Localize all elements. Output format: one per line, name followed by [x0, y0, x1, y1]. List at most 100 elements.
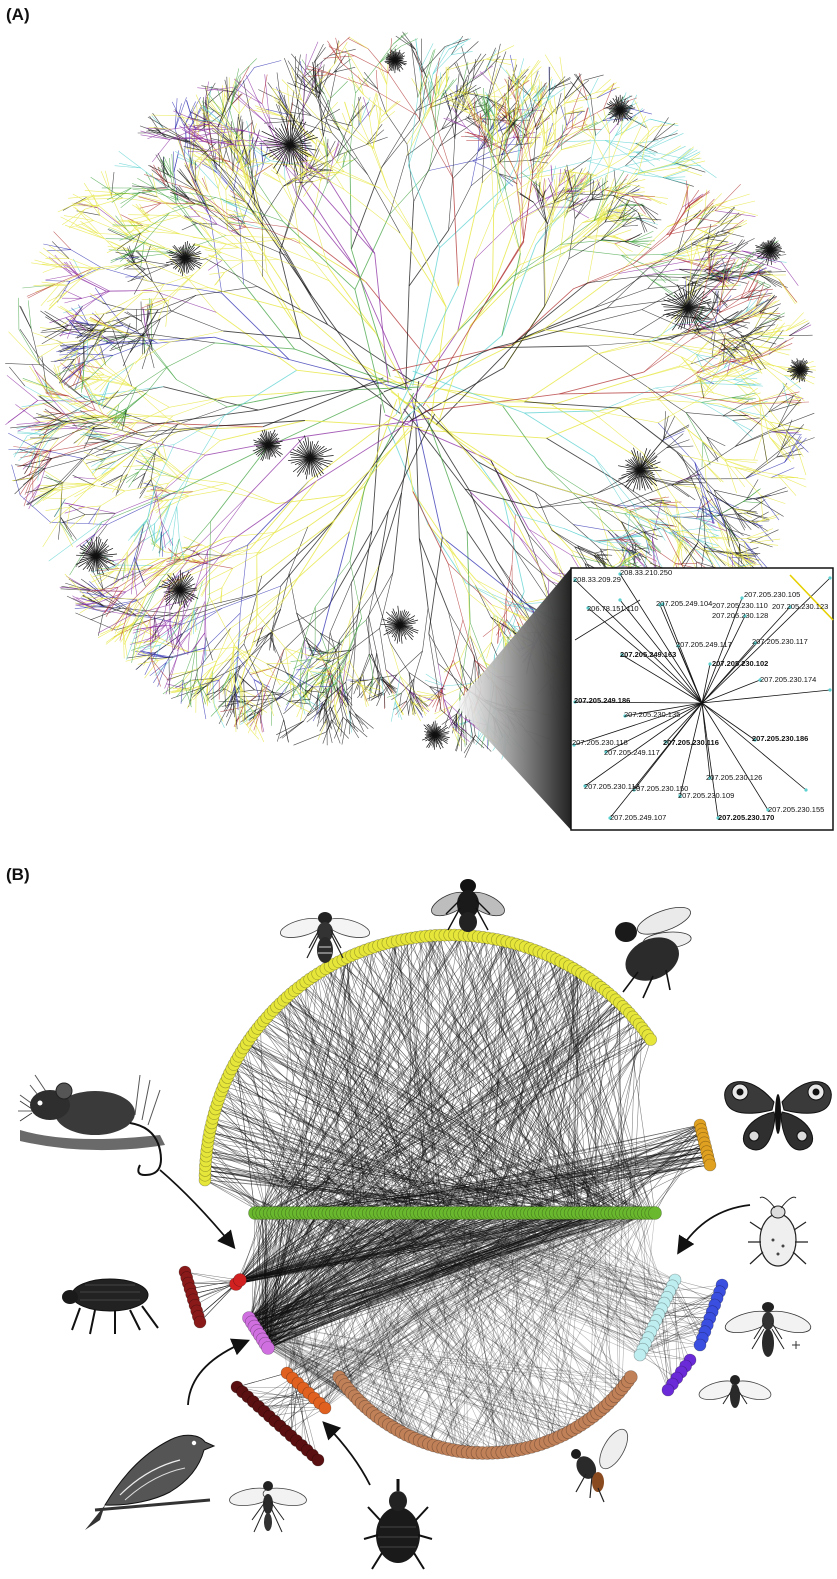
network-edge — [116, 444, 143, 461]
network-edge — [721, 231, 745, 238]
network-edge — [24, 474, 34, 495]
network-edge — [131, 626, 139, 663]
network-edge — [569, 206, 590, 219]
network-edge — [103, 599, 139, 607]
network-edge — [157, 166, 172, 179]
network-edge — [189, 646, 238, 653]
network-edge — [58, 359, 75, 384]
network-edge — [276, 494, 345, 505]
network-edge — [235, 192, 248, 204]
network-edge — [447, 563, 493, 606]
network-edge — [380, 678, 391, 696]
network-edge — [19, 329, 45, 366]
network-edge — [351, 104, 362, 124]
network-edge — [354, 214, 391, 290]
network-edge — [423, 288, 493, 372]
network-edge — [360, 653, 370, 678]
network-edge — [496, 560, 529, 606]
network-edge — [316, 159, 345, 172]
network-edge — [482, 129, 493, 153]
network-edge — [293, 206, 301, 244]
network-edge — [289, 111, 312, 116]
network-edge — [183, 536, 203, 546]
network-edge — [703, 549, 736, 556]
network-edge — [146, 562, 188, 570]
network-edge — [488, 85, 506, 97]
network-edge — [97, 341, 107, 366]
network-edge — [296, 612, 321, 634]
network-edge — [302, 53, 307, 109]
network-edge — [154, 616, 160, 639]
network-edge — [19, 305, 32, 329]
network-edge — [97, 207, 127, 230]
network-edge — [721, 225, 742, 232]
network-edge — [288, 573, 297, 613]
network-edge — [311, 115, 341, 131]
network-edge — [766, 427, 801, 432]
network-edge — [210, 686, 240, 717]
network-edge — [350, 510, 389, 584]
network-edge — [134, 524, 145, 558]
network-edge — [607, 539, 609, 569]
network-edge — [418, 696, 426, 716]
network-edge — [64, 573, 90, 601]
network-edge — [159, 530, 164, 551]
network-edge — [529, 154, 551, 161]
network-edge — [176, 156, 197, 166]
network-edge — [651, 279, 673, 293]
network-edge — [733, 367, 753, 380]
network-edge — [734, 371, 760, 385]
network-edge — [22, 452, 41, 470]
network-edge — [515, 514, 564, 529]
network-edge — [314, 171, 345, 175]
network-edge — [15, 464, 46, 469]
network-edge — [486, 43, 501, 105]
network-edge — [441, 713, 457, 725]
network-edge — [101, 390, 119, 408]
network-edge — [502, 405, 547, 468]
network-edge — [597, 553, 613, 556]
network-edge — [452, 683, 473, 707]
network-edge — [97, 622, 125, 638]
network-edge — [119, 232, 141, 241]
network-edge — [693, 374, 725, 384]
network-edge — [416, 691, 442, 697]
network-edge — [429, 686, 446, 690]
network-edge — [169, 624, 186, 654]
network-edge — [253, 679, 271, 692]
network-edge — [147, 280, 222, 294]
network-edge — [276, 720, 304, 736]
network-edge — [94, 513, 116, 535]
network-edge — [462, 80, 464, 109]
network-edge — [244, 200, 260, 223]
network-edge — [110, 441, 143, 445]
network-edge — [10, 423, 50, 429]
network-edge — [118, 362, 135, 391]
network-edge — [117, 221, 141, 223]
network-edge — [159, 531, 162, 554]
network-edge — [136, 366, 168, 388]
network-edge — [472, 154, 502, 162]
network-edge — [225, 168, 241, 191]
network-edge — [245, 226, 269, 231]
network-edge — [442, 659, 454, 688]
network-edge — [108, 362, 135, 383]
network-edge — [594, 275, 643, 309]
network-edge — [150, 284, 165, 306]
network-edge — [174, 97, 187, 130]
network-edge — [619, 542, 635, 556]
network-edge — [468, 593, 497, 617]
network-edge — [304, 417, 431, 437]
network-edge — [118, 151, 142, 169]
network-edge — [83, 451, 105, 461]
network-edge — [516, 145, 522, 185]
network-edge — [408, 97, 419, 166]
network-edge — [602, 175, 607, 196]
network-edge — [170, 596, 193, 620]
network-edge — [229, 76, 241, 111]
network-edge — [152, 113, 165, 130]
network-edge — [208, 85, 212, 104]
network-edge — [68, 330, 104, 339]
network-edge — [668, 528, 700, 533]
network-edge — [390, 643, 410, 673]
